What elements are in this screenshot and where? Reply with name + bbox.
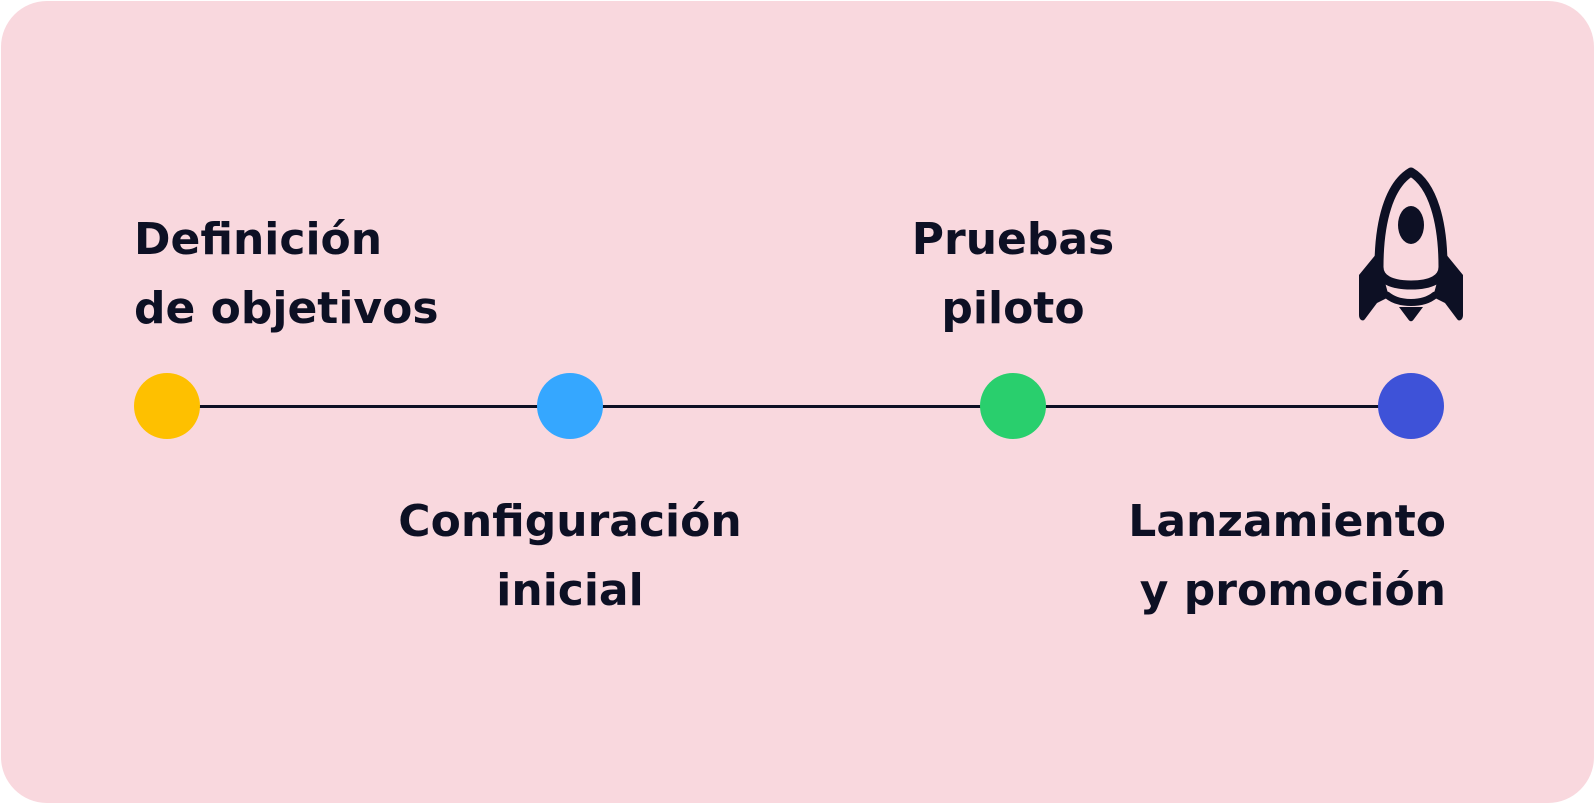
timeline-line: [167, 405, 1411, 408]
step-4-label: Lanzamiento y promoción: [1046, 487, 1446, 625]
step-4-label-line1: Lanzamiento: [1128, 496, 1446, 547]
step-2-label-line2: inicial: [496, 565, 644, 616]
step-1-label: Definición de objetivos: [134, 205, 439, 343]
step-1-dot: [134, 373, 200, 439]
step-2-dot: [537, 373, 603, 439]
step-3-label: Pruebas piloto: [813, 205, 1213, 343]
step-1-label-line2: de objetivos: [134, 283, 439, 334]
step-2-label-line1: Configuración: [398, 496, 742, 547]
step-3-dot: [980, 373, 1046, 439]
step-1-label-line1: Definición: [134, 214, 383, 265]
rocket-icon: [1359, 167, 1463, 322]
step-4-dot: [1378, 373, 1444, 439]
step-3-label-line1: Pruebas: [911, 214, 1115, 265]
step-2-label: Configuración inicial: [370, 487, 770, 625]
step-3-label-line2: piloto: [941, 283, 1085, 334]
step-4-label-line2: y promoción: [1139, 565, 1446, 616]
